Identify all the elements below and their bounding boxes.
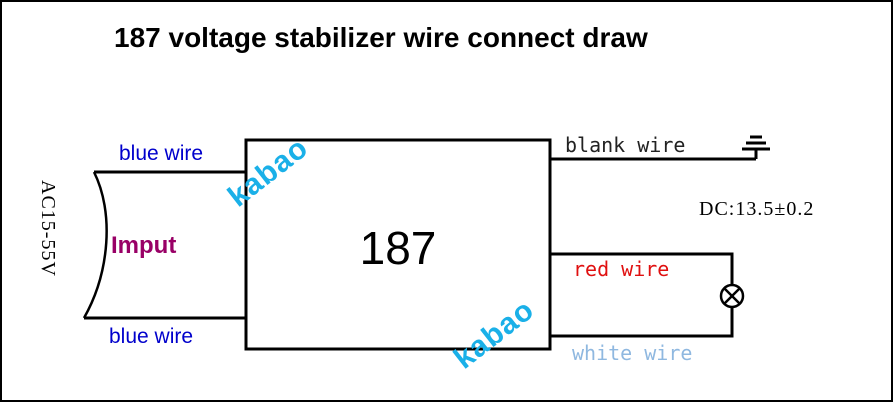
positive-wire-label: red wire [573, 257, 669, 281]
input-bottom-wire-label: blue wire [109, 325, 193, 348]
module-box [244, 138, 552, 351]
input-voltage-label: AC15-55V [37, 180, 59, 277]
ground-icon [742, 135, 770, 151]
diagram-title: 187 voltage stabilizer wire connect draw [114, 22, 648, 53]
positive-wire [550, 252, 734, 284]
dc-output-label: DC:13.5±0.2 [699, 198, 814, 220]
module-label: 187 [360, 222, 437, 274]
input-top-wire-label: blue wire [119, 142, 203, 165]
negative-wire-label: white wire [572, 341, 692, 365]
input-cable-end-curve [82, 171, 108, 319]
lamp-icon [719, 283, 745, 309]
negative-wire [550, 308, 734, 338]
input-side-label: Imput [111, 232, 176, 259]
ground-wire-label: blank wire [565, 133, 685, 157]
